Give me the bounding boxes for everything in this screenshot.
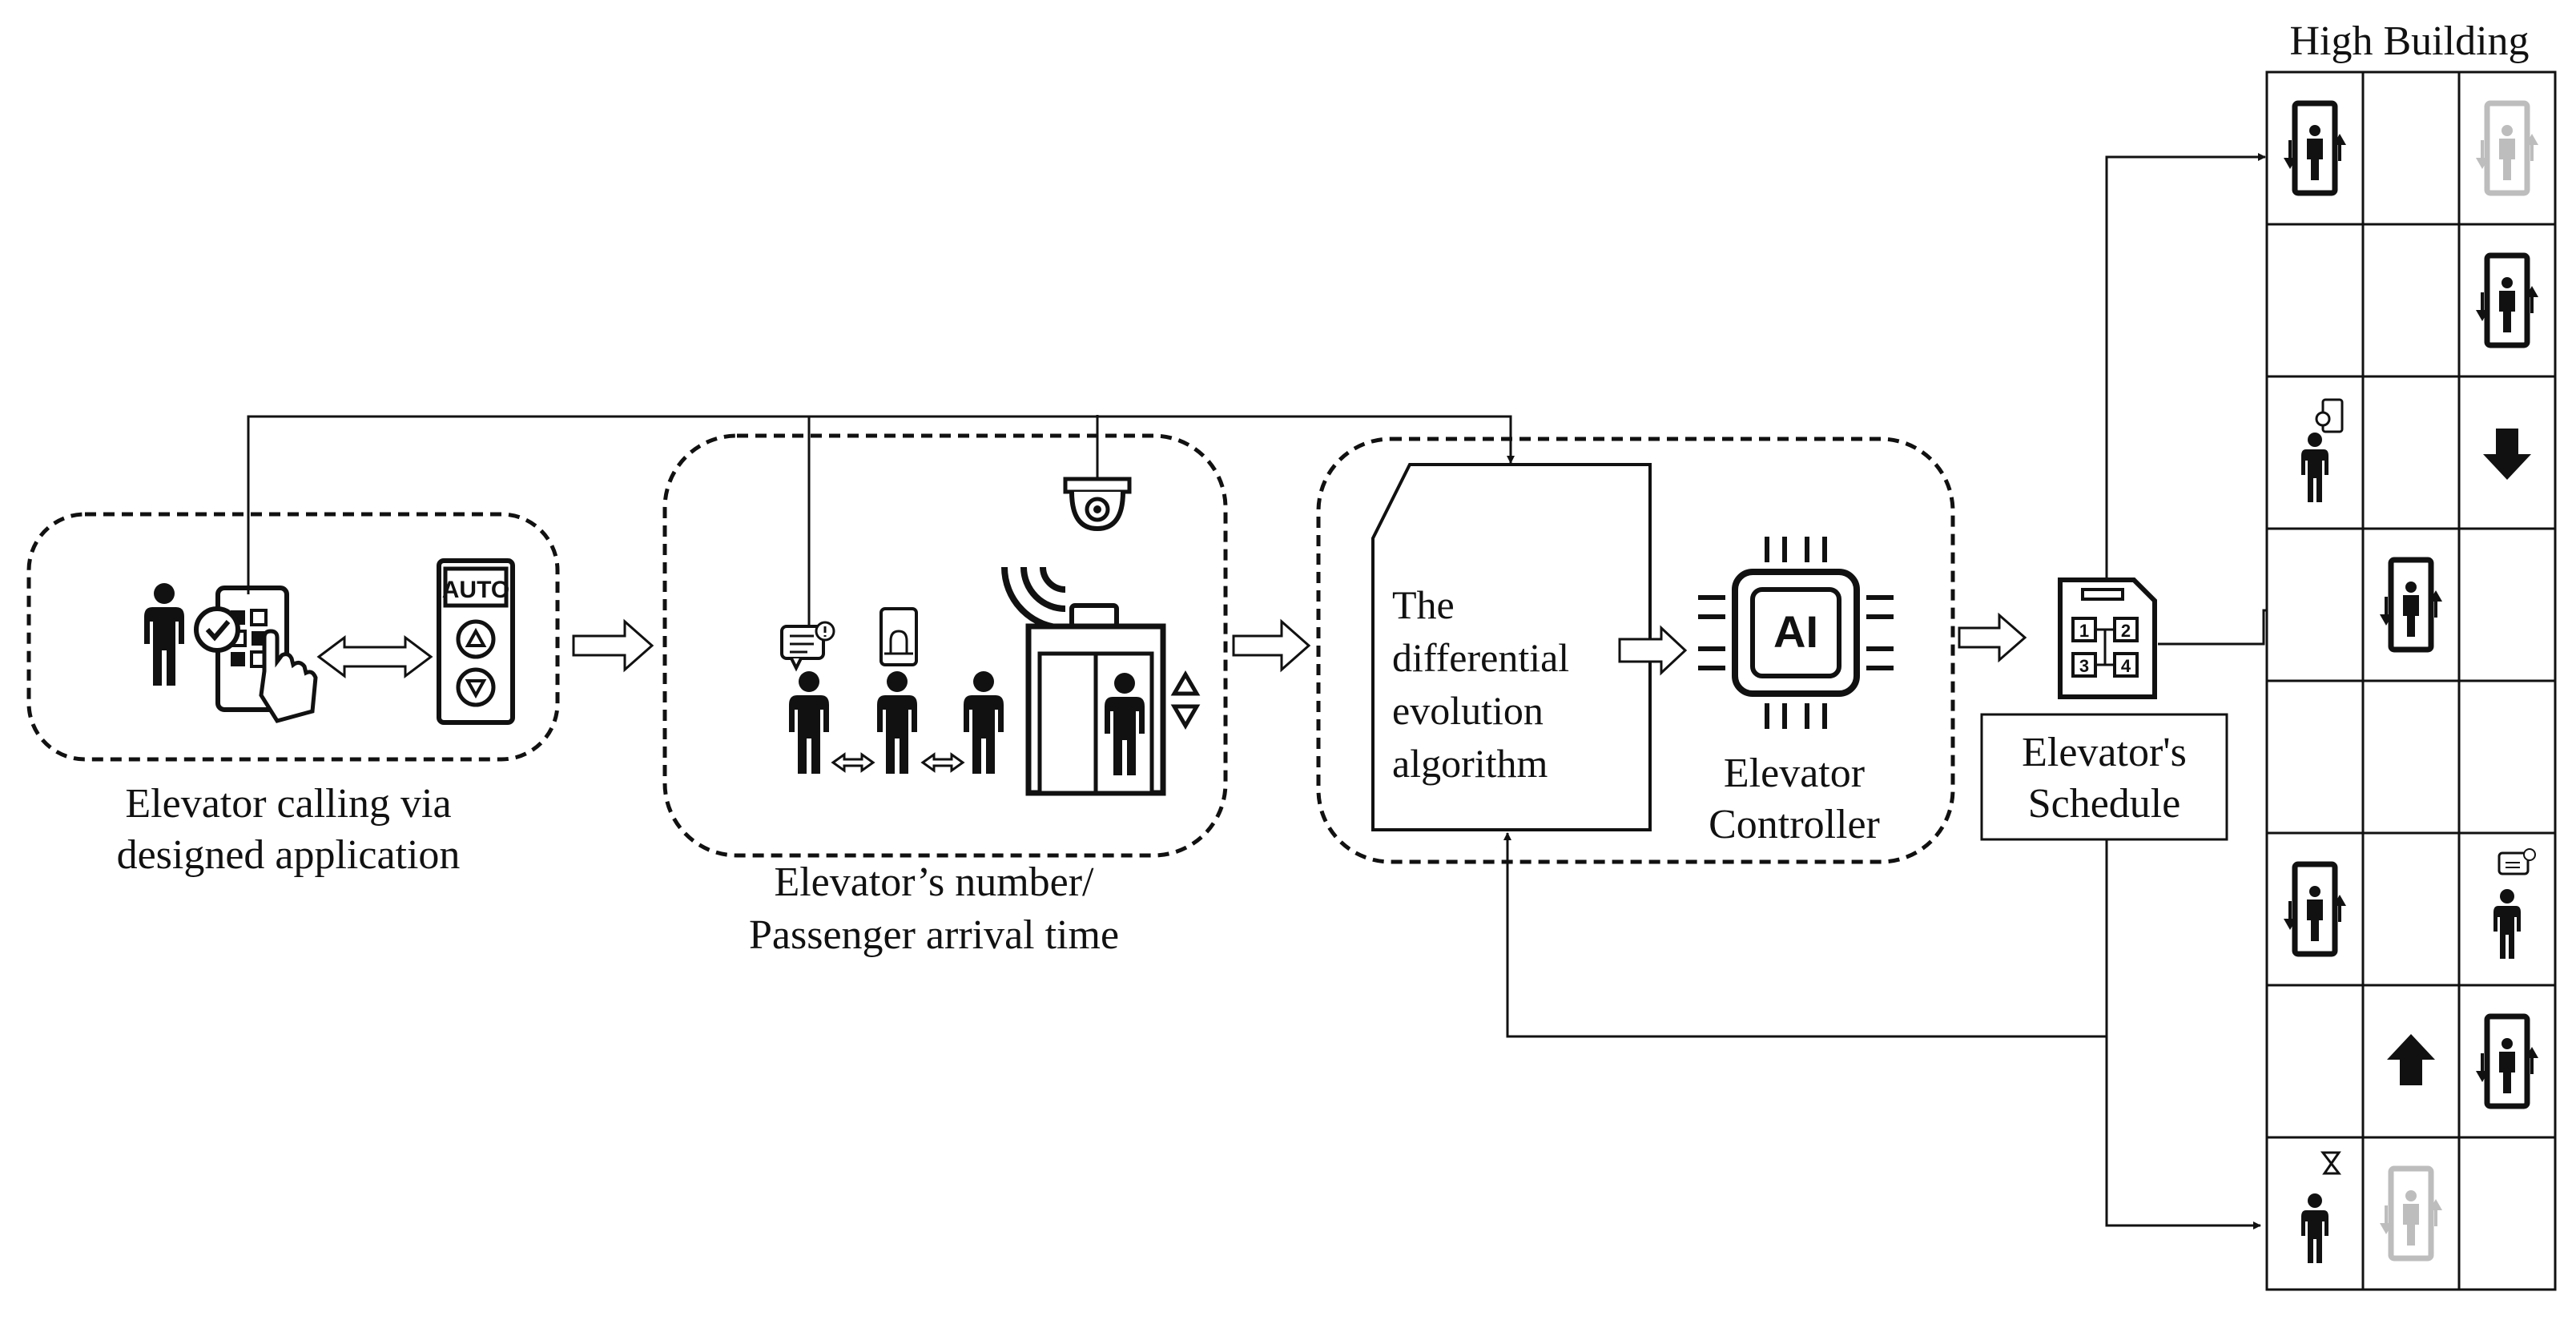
algorithm-document xyxy=(1371,463,1652,831)
controller-label-line2: Controller xyxy=(1709,802,1880,847)
schedule-cell-label: 1 xyxy=(2079,621,2089,641)
message-notification-icon xyxy=(780,621,835,672)
feedback-lines xyxy=(247,153,2370,1229)
down-arrow-icon xyxy=(2483,429,2531,480)
building-cell xyxy=(2457,527,2557,682)
building-cell xyxy=(2265,527,2365,682)
building-cell xyxy=(2361,831,2461,987)
elevator-car-icon xyxy=(2476,1016,2538,1106)
algorithm-label-line3: evolution xyxy=(1392,688,1544,733)
phone-alarm-icon xyxy=(879,607,918,666)
up-arrow-icon xyxy=(2387,1034,2435,1085)
building-cell xyxy=(2265,223,2365,378)
calling-group-box xyxy=(26,512,560,762)
building-cell xyxy=(2457,679,2557,835)
elevator-car-icon xyxy=(2284,864,2346,954)
building-cell xyxy=(2361,70,2461,226)
building-cell xyxy=(2361,679,2461,835)
schedule-label-line2: Schedule xyxy=(2028,781,2181,827)
elevator-car-icon xyxy=(2476,256,2538,345)
number-label-line1: Elevator’s number/ xyxy=(774,859,1094,905)
bidirectional-arrow xyxy=(316,635,433,678)
waiting-passengers-icon xyxy=(789,671,1004,774)
elevator-icon xyxy=(1025,603,1201,796)
schedule-label-box xyxy=(1980,713,2228,841)
controller-label-line1: Elevator xyxy=(1724,751,1865,796)
algorithm-label-line2: differential xyxy=(1392,635,1569,680)
building-cell xyxy=(2361,375,2461,530)
building-cell xyxy=(2265,679,2365,835)
security-camera-icon xyxy=(1063,415,1132,532)
detection-group-box xyxy=(662,433,1228,858)
passenger-waiting-icon xyxy=(2301,1151,2342,1263)
building-cell xyxy=(2361,1136,2461,1291)
building-cell xyxy=(2457,1136,2557,1291)
schedule-document-icon: 1 2 3 4 xyxy=(2058,578,2157,699)
flow-arrow xyxy=(1958,612,2027,663)
ai-chip-icon: AI xyxy=(1698,537,1894,729)
number-label-line2: Passenger arrival time xyxy=(749,912,1119,958)
schedule-cell-label: 4 xyxy=(2121,656,2131,676)
building-grid xyxy=(2265,70,2557,1291)
calling-label-line1: Elevator calling via xyxy=(125,781,451,827)
flow-arrow xyxy=(1232,618,1311,673)
user-with-phone-icon xyxy=(144,583,318,723)
schedule-cell-label: 2 xyxy=(2121,621,2131,641)
auto-call-panel-icon: AUTO xyxy=(437,558,515,725)
processing-group-box xyxy=(1316,437,1955,864)
chip-label: AI xyxy=(1773,606,1818,657)
flow-arrow xyxy=(1618,625,1688,676)
elevator-car-icon xyxy=(2380,560,2442,650)
elevator-car-faded-icon xyxy=(2476,103,2538,193)
building-cell xyxy=(2265,984,2365,1139)
wireless-signal-icon xyxy=(1001,566,1066,631)
elevator-car-faded-icon xyxy=(2380,1169,2442,1258)
algorithm-label-line1: The xyxy=(1392,582,1455,627)
schedule-cell-label: 3 xyxy=(2079,656,2089,676)
elevator-car-icon xyxy=(2284,103,2346,193)
auto-panel-label: AUTO xyxy=(442,577,509,603)
algorithm-label-line4: algorithm xyxy=(1392,741,1548,786)
building-title: High Building xyxy=(2289,18,2529,64)
calling-label-line2: designed application xyxy=(117,832,461,878)
flow-arrow xyxy=(572,618,654,673)
schedule-label-line1: Elevator's xyxy=(2022,730,2187,775)
passenger-with-message-icon xyxy=(2493,848,2536,959)
building-cell xyxy=(2361,223,2461,378)
passenger-with-phone-icon xyxy=(2301,398,2344,502)
